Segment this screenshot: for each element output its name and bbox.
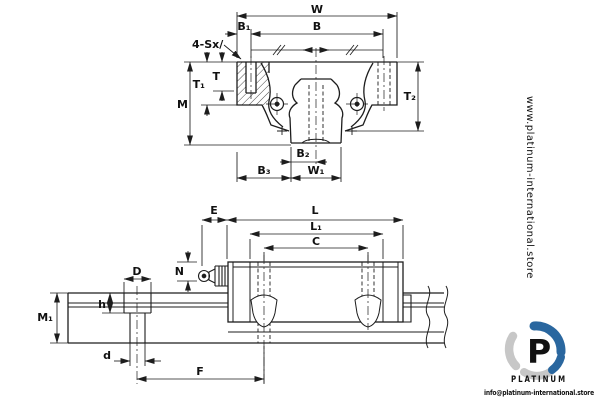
dim-label-m: M bbox=[177, 98, 188, 111]
dim-label-dia: D bbox=[132, 265, 141, 278]
dim-label-t: T bbox=[212, 70, 220, 83]
dim-label-l: L bbox=[311, 204, 318, 217]
dim-label-b1: B₁ bbox=[237, 20, 250, 33]
hole-callout-label: 4-Sx/ bbox=[192, 38, 224, 51]
dim-label-h: h bbox=[98, 298, 106, 311]
block-side-view bbox=[227, 255, 444, 384]
grease-nipple bbox=[197, 265, 228, 287]
dim-label-m1: M₁ bbox=[37, 311, 53, 324]
brand-email: info@platinum-international.store bbox=[484, 388, 594, 397]
front-hidden-lines bbox=[250, 48, 391, 166]
front-view-drawing: W B₁ B 4-Sx/ T T₁ M T₂ B₂ B₃ W₁ bbox=[177, 3, 424, 182]
logo-swirl-icon bbox=[504, 321, 566, 380]
dim-label-e: E bbox=[210, 204, 218, 217]
dim-label-d: d bbox=[103, 349, 111, 362]
block-cross-section bbox=[236, 61, 398, 132]
dim-label-t1: T₁ bbox=[193, 78, 206, 91]
watermark-text: www.platinum-international.store bbox=[524, 96, 535, 279]
rail-break-lines bbox=[425, 285, 449, 349]
dim-label-l1: L₁ bbox=[310, 220, 322, 233]
dim-label-t2: T₂ bbox=[404, 90, 417, 103]
rail-bolt-hole bbox=[123, 286, 152, 384]
side-dimensions bbox=[50, 217, 404, 384]
front-dimensions bbox=[184, 12, 424, 182]
dim-label-w1: W₁ bbox=[308, 164, 325, 177]
side-view-drawing: E L L₁ C N D h M₁ d F bbox=[37, 204, 449, 384]
dim-label-b2: B₂ bbox=[296, 147, 309, 160]
logo-p-icon: P bbox=[527, 332, 551, 371]
section-hatching bbox=[237, 62, 246, 105]
mount-hole-circles bbox=[269, 96, 365, 135]
dim-label-n: N bbox=[175, 265, 184, 278]
dim-label-b3: B₃ bbox=[257, 164, 270, 177]
dim-label-f: F bbox=[196, 365, 204, 378]
logo: P PLATINUM info@platinum-international.s… bbox=[484, 321, 594, 397]
dim-label-w: W bbox=[311, 3, 323, 16]
dim-label-c: C bbox=[312, 235, 320, 248]
brand-name: PLATINUM bbox=[511, 375, 567, 385]
dim-label-b: B bbox=[313, 20, 321, 33]
